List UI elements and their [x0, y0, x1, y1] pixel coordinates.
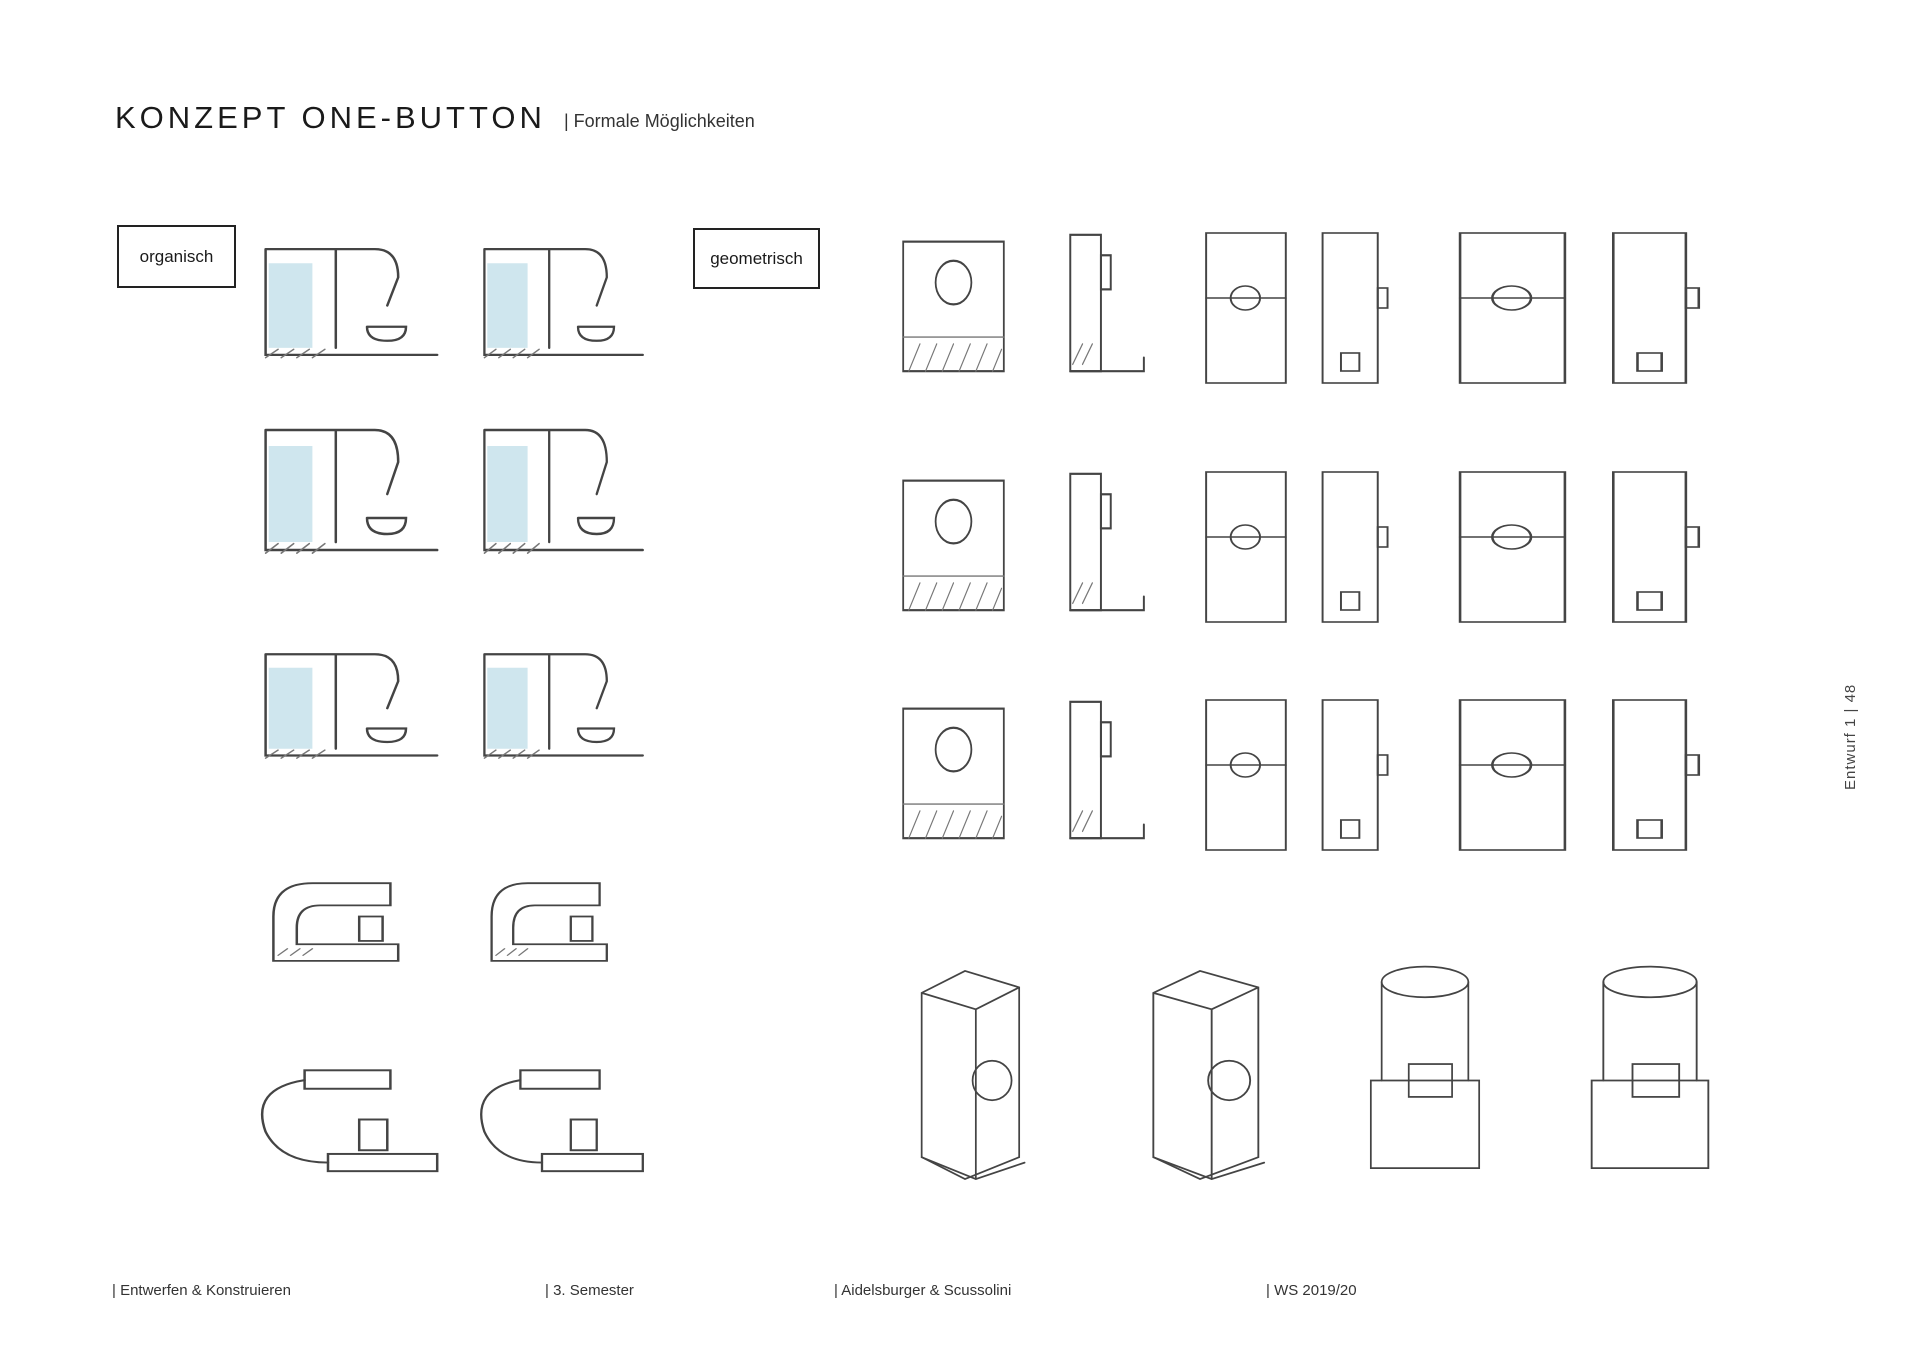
geometric-sketch	[1452, 228, 1702, 388]
organic-sketch	[470, 406, 650, 566]
perspective-sketch	[900, 960, 1030, 1190]
page-title: KONZEPT ONE-BUTTON	[115, 100, 546, 135]
label-organisch: organisch	[117, 225, 236, 288]
organic-sketch	[250, 634, 445, 769]
footer-term: | WS 2019/20	[1266, 1282, 1357, 1299]
geometric-sketch	[892, 467, 1015, 617]
perspective-sketch	[1360, 960, 1490, 1190]
geometric-sketch	[1452, 695, 1702, 855]
geometric-sketch	[1058, 695, 1150, 845]
organic-sketch	[470, 634, 650, 769]
organic-sketch	[250, 228, 445, 369]
organic-sketch	[470, 1058, 650, 1181]
label-geometrisch: geometrisch	[693, 228, 820, 289]
organic-sketch	[250, 1058, 445, 1181]
organic-sketch	[470, 228, 650, 369]
geometric-sketch	[1200, 467, 1390, 627]
organic-sketch	[470, 861, 650, 972]
page-subtitle: | Formale Möglichkeiten	[564, 111, 755, 131]
geometric-sketch	[892, 695, 1015, 845]
perspective-sketch	[1130, 960, 1270, 1190]
geometric-sketch	[1058, 467, 1150, 617]
organic-sketch	[250, 861, 445, 972]
footer-authors: | Aidelsburger & Scussolini	[834, 1282, 1012, 1299]
perspective-sketch	[1580, 960, 1720, 1190]
geometric-sketch	[1058, 228, 1150, 378]
footer-semester: | 3. Semester	[545, 1282, 634, 1299]
footer-course: | Entwerfen & Konstruieren	[112, 1282, 291, 1299]
geometric-sketch	[892, 228, 1015, 378]
page-number: Entwurf 1 | 48	[1842, 683, 1859, 790]
geometric-sketch	[1452, 467, 1702, 627]
geometric-sketch	[1200, 228, 1390, 388]
organic-sketch	[250, 406, 445, 566]
geometric-sketch	[1200, 695, 1390, 855]
